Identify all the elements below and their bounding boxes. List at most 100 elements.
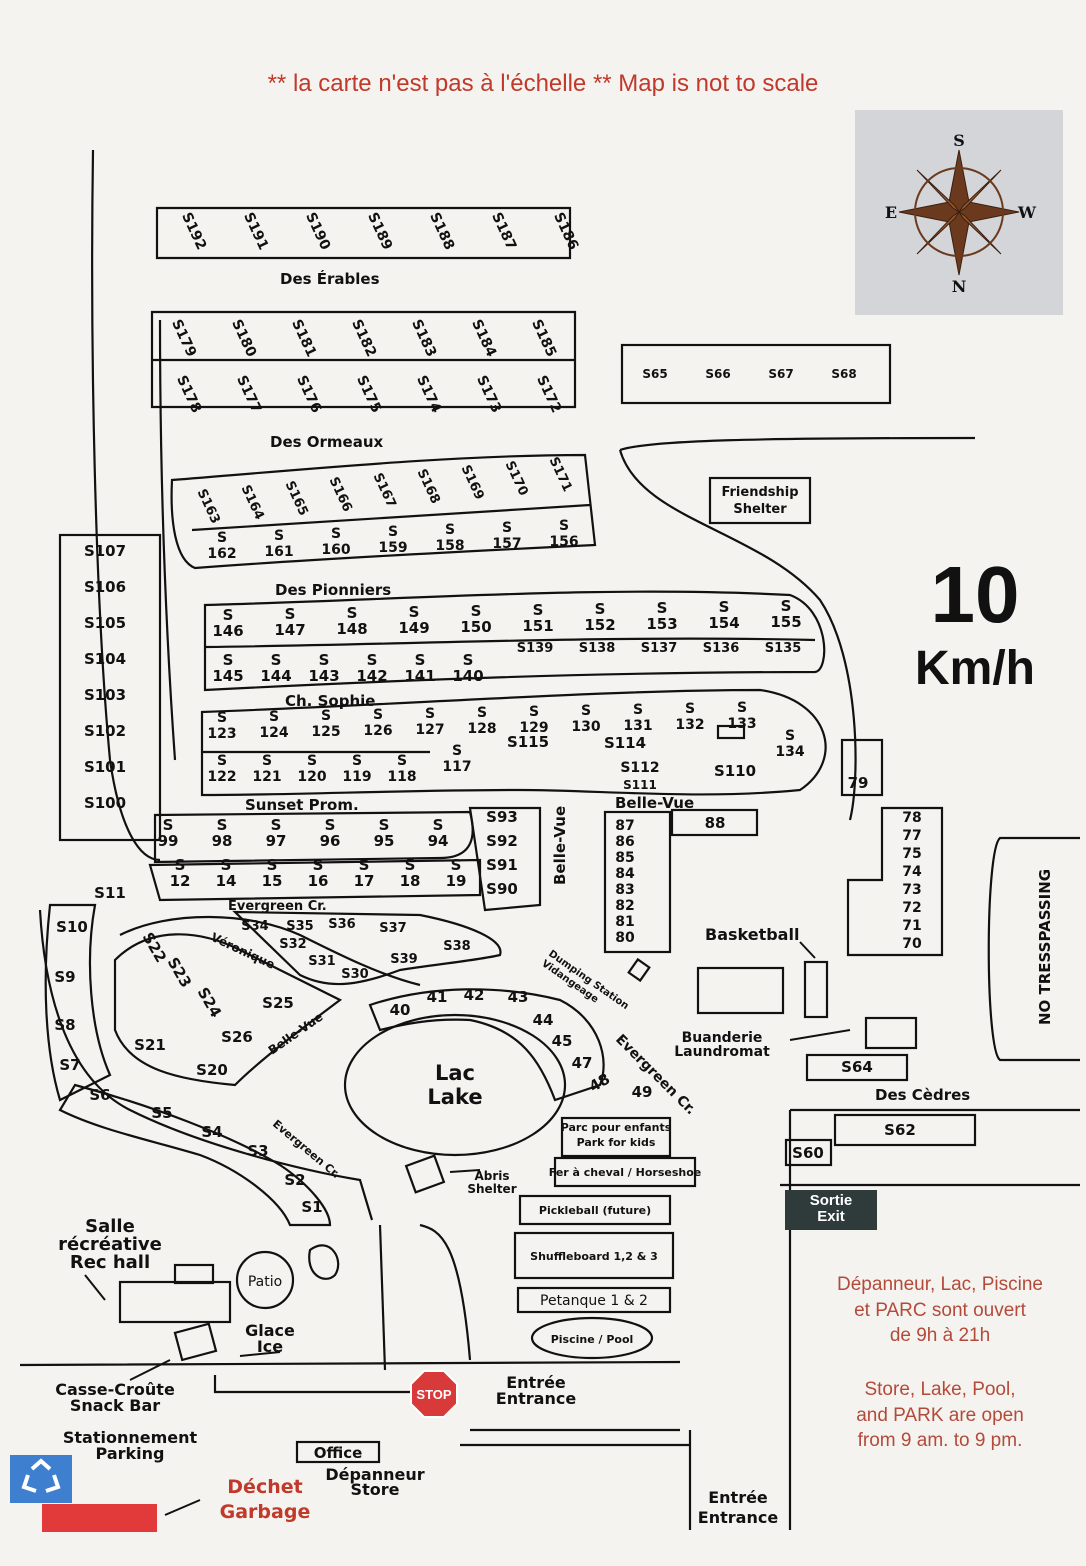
block-inner-loop: [113, 933, 343, 1087]
campsite-label: 77: [902, 828, 921, 844]
campsite-label: 73: [902, 882, 921, 898]
no-trespassing-label: NO TRESSPASSING: [1036, 869, 1054, 1025]
campsite-label: 71: [902, 918, 921, 934]
stop-label: STOP: [416, 1387, 451, 1402]
campsite-label: S179: [168, 317, 199, 359]
stop-sign: STOP: [410, 1370, 458, 1418]
campsite-label: S90: [486, 880, 518, 898]
campsite-label: S20: [196, 1061, 228, 1079]
street-des-erables: Des Érables: [280, 269, 380, 288]
campsite-label: S176: [293, 373, 324, 415]
campsite-label: 41: [427, 988, 448, 1006]
ice-arrow: [239, 1351, 281, 1357]
rec-hall-building: [118, 1280, 232, 1324]
campsite-label: S25: [262, 994, 294, 1012]
campsite-label: S174: [413, 373, 444, 416]
shuffleboard-label: Shuffleboard 1,2 & 3: [530, 1250, 658, 1263]
campsite-label: 82: [615, 898, 634, 914]
campsite-label: S34: [241, 919, 268, 934]
block-evergreen: [232, 910, 502, 986]
campsite-label: S67: [768, 367, 793, 381]
block-12-19: [148, 858, 482, 902]
campsite-label: S2: [284, 1171, 305, 1189]
block-88: [670, 808, 759, 837]
street-evergreen-north: Evergreen Cr.: [228, 899, 327, 914]
street-bellevue-west: Belle-Vue: [266, 1010, 326, 1058]
campsite-label: S4: [201, 1123, 222, 1141]
ice-building: [173, 1322, 218, 1362]
compass-bottom: N: [952, 277, 967, 296]
block-bellevue-column: [603, 810, 672, 954]
snack-arrow: [129, 1359, 171, 1381]
campsite-label: 78: [902, 810, 921, 826]
dump-box: [627, 957, 651, 983]
campsite-label: S111: [623, 778, 657, 792]
campsite-label: S24: [194, 984, 225, 1020]
campsite-label: S163: [194, 487, 223, 526]
campsite-label: S104: [84, 650, 126, 668]
south-road: [19, 1360, 690, 1447]
block-erables: [155, 206, 572, 260]
campsite-label: S189: [364, 210, 395, 252]
campsite-label: S169: [458, 463, 487, 502]
campsite-label: S3: [247, 1142, 268, 1160]
campsite-label: S10: [56, 918, 88, 936]
compass-icon: S N E W: [885, 131, 1037, 296]
campsite-label: 42: [464, 986, 485, 1004]
campsite-label: S182: [348, 317, 379, 359]
campsite-label: S170: [502, 459, 531, 498]
campsite-label: S7: [59, 1056, 80, 1074]
campsite-label: S177: [233, 373, 264, 415]
scale-note: ** la carte n'est pas à l'échelle ** Map…: [267, 70, 819, 97]
petanque-label: Petanque 1 & 2: [540, 1293, 648, 1309]
laundry-arrow: [789, 1029, 851, 1041]
campsite-label: S30: [341, 967, 368, 982]
campsite-label: S188: [426, 210, 457, 252]
block-lake-ring: [368, 988, 605, 1102]
des-cedres-road: [688, 1108, 1080, 1530]
campsite-label: S107: [84, 542, 126, 560]
campsite-label: 86: [615, 834, 634, 850]
campsite-label: 83: [615, 882, 634, 898]
street-evergreen-south: Evergreen Cr.: [270, 1117, 342, 1181]
campsite-label: S168: [414, 467, 443, 506]
loop-rect: [716, 724, 746, 740]
campsite-label: S185: [528, 317, 559, 359]
campsite-label: S171: [546, 455, 575, 494]
campsite-label: S101: [84, 758, 126, 776]
campsite-label: S112: [620, 760, 659, 776]
campsite-label: S184: [468, 317, 499, 360]
east-road: [618, 436, 976, 821]
campsite-label: 43: [508, 988, 529, 1006]
campsite-label: S102: [84, 722, 126, 740]
compass-right: W: [1017, 203, 1037, 222]
block-east-column: [846, 806, 944, 957]
recycle-icon: [10, 1455, 72, 1503]
campsite-label: S106: [84, 578, 126, 596]
rec-hall-arrow: [84, 1274, 106, 1301]
block-south-arc: [58, 1083, 332, 1227]
block-sophie: [200, 688, 827, 797]
